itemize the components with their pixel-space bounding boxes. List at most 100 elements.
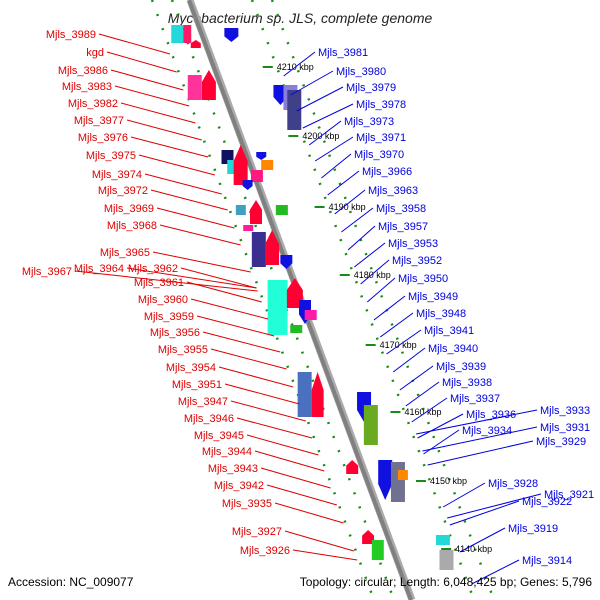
leader-line-right — [449, 500, 520, 526]
gene-label-left: Mjls_3943 — [208, 463, 258, 475]
leader-line-right — [283, 51, 316, 77]
kbp-label: 4150 kbp — [430, 476, 467, 486]
leader-line-left — [144, 173, 222, 195]
leader-line-left — [126, 119, 202, 141]
leader-line-left — [114, 85, 190, 107]
leader-line-right — [423, 429, 460, 455]
gene-label-left: Mjls_3983 — [62, 81, 112, 93]
gene-arrow — [201, 70, 216, 100]
gene-arrow — [311, 372, 324, 417]
gene-label-left: Mjls_3926 — [240, 545, 290, 557]
gene-block — [235, 205, 246, 215]
leader-line-right — [321, 153, 352, 179]
gene-block — [275, 205, 288, 215]
kbp-label: 4140 kbp — [455, 544, 492, 554]
leader-line-right — [459, 527, 506, 553]
leader-line-left — [230, 400, 306, 422]
gene-block — [363, 405, 378, 445]
gene-label-right: Mjls_3950 — [398, 273, 448, 285]
gene-label-right: Mjls_3931 — [540, 422, 590, 434]
gene-block — [287, 90, 302, 130]
gene-block — [304, 310, 317, 320]
leader-line-left — [190, 298, 269, 320]
gene-label-left: Mjls_3945 — [194, 430, 244, 442]
gene-block — [187, 75, 202, 100]
gene-label-left: Mjls_3944 — [202, 446, 252, 458]
gene-label-left: kgd — [86, 47, 104, 59]
gene-label-right: Mjls_3936 — [466, 409, 516, 421]
leader-line-right — [386, 329, 422, 355]
leader-line-right — [442, 482, 486, 508]
gene-label-left: Mjls_3965 — [100, 247, 150, 259]
gene-block — [183, 25, 192, 43]
gene-block — [297, 372, 312, 417]
gene-label-left: Mjls_3946 — [184, 413, 234, 425]
gene-label-right: Mjls_3940 — [428, 343, 478, 355]
leader-line-left — [110, 69, 184, 91]
leader-line-left — [186, 281, 262, 303]
leader-line-left — [150, 189, 228, 211]
gene-label-left: Mjls_3962 — [128, 263, 178, 275]
gene-label-left: Mjls_3942 — [214, 480, 264, 492]
gene-arrow — [378, 460, 393, 500]
leader-line-right — [416, 409, 538, 435]
leader-line-right — [314, 136, 354, 162]
leader-line-left — [152, 251, 251, 273]
leader-line-left — [236, 417, 313, 439]
gene-label-right: Mjls_3928 — [488, 478, 538, 490]
leader-line-left — [218, 366, 294, 388]
kbp-label: 4190 kbp — [329, 202, 366, 212]
gene-label-left: Mjls_3961 — [134, 277, 184, 289]
leader-line-left — [196, 315, 275, 337]
gene-label-right: Mjls_3963 — [368, 185, 418, 197]
leader-line-right — [334, 189, 366, 215]
leader-line-left — [254, 450, 325, 472]
gene-label-left: Mjls_3982 — [68, 98, 118, 110]
leader-line-right — [360, 259, 390, 285]
leader-line-right — [471, 559, 520, 585]
leader-line-right — [392, 347, 426, 373]
gene-label-right: Mjls_3922 — [522, 496, 572, 508]
leader-line-right — [296, 86, 344, 112]
leader-line-right — [411, 397, 448, 423]
gene-label-right: Mjls_3970 — [354, 149, 404, 161]
leader-line-left — [138, 154, 215, 176]
leader-line-left — [292, 549, 358, 561]
leader-line-left — [266, 484, 337, 506]
leader-line-left — [156, 207, 235, 229]
leader-line-left — [224, 383, 300, 405]
gene-label-left: Mjls_3974 — [92, 169, 142, 181]
gene-arrow — [362, 530, 375, 544]
leader-line-left — [246, 434, 319, 456]
gene-label-right: Mjls_3941 — [424, 325, 474, 337]
gene-label-right: Mjls_3980 — [336, 66, 386, 78]
gene-arrow — [265, 230, 280, 265]
gene-label-right: Mjls_3939 — [436, 361, 486, 373]
gene-label-right: Mjls_3914 — [522, 555, 572, 567]
leader-line-left — [260, 467, 331, 489]
gene-arrow — [233, 145, 248, 185]
gene-label-right: Mjls_3938 — [442, 377, 492, 389]
gene-label-right: Mjls_3937 — [450, 393, 500, 405]
gene-block — [290, 325, 303, 333]
leader-line-right — [290, 70, 334, 96]
gene-block — [371, 540, 384, 560]
gene-label-left: Mjls_3968 — [107, 220, 157, 232]
gene-block — [267, 280, 288, 335]
gene-label-right: Mjls_3953 — [388, 238, 438, 250]
accession-text: Accession: NC_009077 — [8, 575, 134, 589]
gene-label-right: Mjls_3979 — [346, 82, 396, 94]
kbp-label: 4170 kbp — [380, 340, 417, 350]
gene-label-right: Mjls_3966 — [362, 166, 412, 178]
gene-label-left: Mjls_3975 — [86, 150, 136, 162]
gene-label-right: Mjls_3919 — [508, 523, 558, 535]
leader-line-left — [180, 267, 257, 289]
gene-label-left: Mjls_3947 — [178, 396, 228, 408]
gene-label-left: Mjls_3935 — [222, 498, 272, 510]
gene-label-left: Mjls_3969 — [104, 203, 154, 215]
gene-arrow — [250, 200, 262, 224]
gene-label-right: Mjls_3948 — [416, 308, 466, 320]
gene-arrow — [256, 152, 267, 160]
gene-arrow — [242, 180, 253, 190]
